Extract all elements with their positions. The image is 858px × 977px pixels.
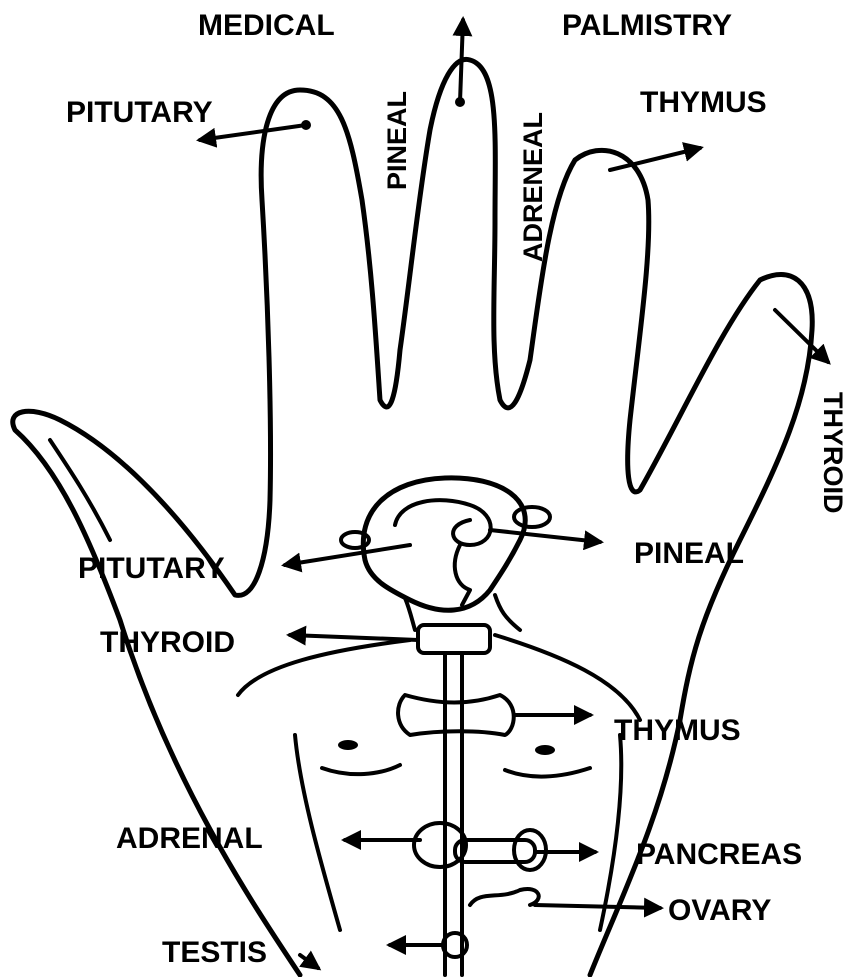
label-palmistry: PALMISTRY (562, 9, 732, 42)
shoulder-right (495, 635, 640, 720)
nipple-right (535, 745, 555, 755)
label-thyroid-finger: THYROID (818, 392, 848, 514)
label-thymus-finger: THYMUS (640, 86, 767, 119)
label-adreneal-finger: ADRENEAL (518, 112, 548, 262)
nipple-left (338, 740, 358, 750)
label-thymus-body: THYMUS (614, 714, 741, 747)
pineal-body-arrow (490, 530, 600, 542)
pineal-finger-arrow (460, 20, 463, 102)
label-adrenal-body: ADRENAL (116, 822, 263, 855)
label-pituitary-body: PITUTARY (78, 552, 225, 585)
ear-right (514, 507, 550, 527)
label-pineal-body: PINEAL (634, 537, 744, 570)
testis-label-arrow (300, 955, 318, 968)
chest-line-right (505, 768, 590, 777)
label-thyroid-body: THYROID (100, 626, 235, 659)
thyroid-body-arrow (290, 635, 418, 640)
brain-curl (395, 500, 491, 545)
label-ovary-body: OVARY (668, 894, 771, 927)
label-testis-body: TESTIS (162, 936, 267, 969)
label-medical: MEDICAL (198, 9, 335, 42)
thymus-gland (398, 695, 514, 735)
thyroid-gland (418, 625, 490, 653)
label-pineal-finger: PINEAL (382, 91, 412, 190)
ovary-curl (470, 889, 539, 905)
torso-right (600, 735, 621, 930)
pituitary-finger-arrow (200, 125, 306, 140)
nose (455, 545, 470, 605)
label-pituitary-finger: PITUTARY (66, 96, 213, 129)
chest-line-left (322, 765, 400, 774)
head-outline (363, 478, 525, 610)
torso-left (295, 735, 340, 930)
shoulder-left (238, 640, 410, 695)
thyroid-finger-arrow (775, 310, 828, 362)
ovary-body-arrow (535, 905, 660, 908)
label-pancreas-body: PANCREAS (636, 838, 802, 871)
neck-right (495, 595, 520, 630)
